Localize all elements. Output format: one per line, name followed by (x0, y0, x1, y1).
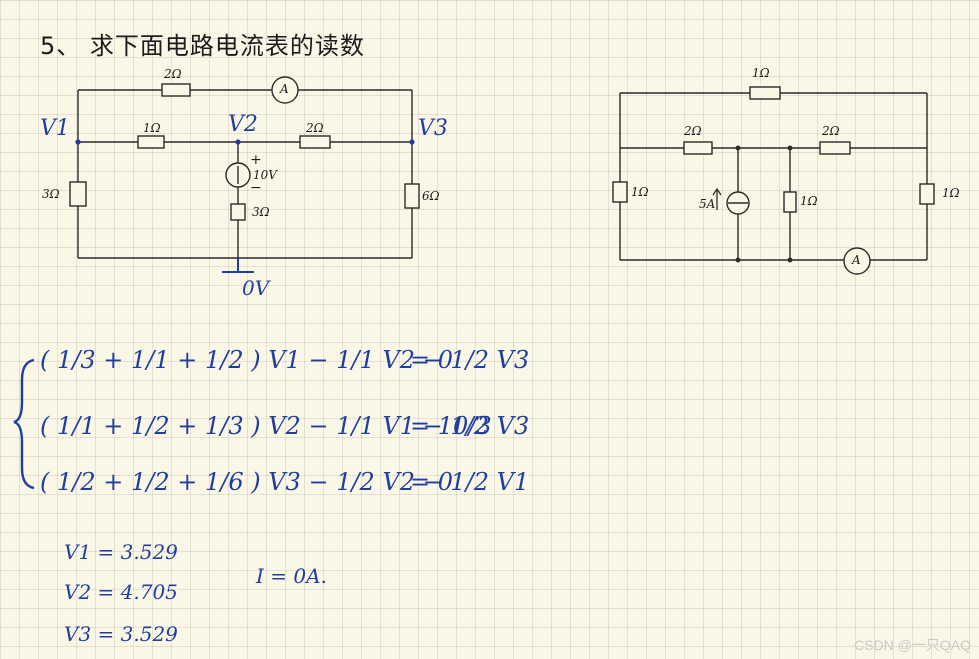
source-label: 10V (253, 168, 277, 182)
resistor-label-v1v2: 1Ω (143, 121, 161, 135)
result-v2: V2 = 4.705 (64, 580, 178, 604)
c2-resistor-label-b: 2Ω (822, 124, 840, 138)
c2-source-label: 5A (699, 197, 716, 211)
ground-label: 0V (242, 276, 270, 300)
node-label-v2: V2 (228, 112, 258, 137)
c2-resistor-label-left: 1Ω (631, 185, 649, 199)
result-v1: V1 = 3.529 (64, 540, 178, 564)
c2-resistor-label-right: 1Ω (942, 186, 960, 200)
equation-2-rhs: = 10/3 (410, 412, 492, 440)
source-minus-sign: − (250, 180, 262, 196)
c2-resistor-label-top: 1Ω (752, 66, 770, 80)
c2-resistor-label-mid: 1Ω (800, 194, 818, 208)
equation-1-lhs: ( 1/3 + 1/1 + 1/2 ) V1 − 1/1 V2 − 1/2 V3 (40, 346, 530, 374)
equation-2-lhs: ( 1/1 + 1/2 + 1/3 ) V2 − 1/1 V1 − 1/2 V3 (40, 412, 530, 440)
ammeter-icon: A (280, 82, 289, 96)
c2-ammeter-icon: A (852, 253, 861, 267)
resistor-label-top: 2Ω (164, 67, 182, 81)
source-plus-sign: + (250, 152, 262, 168)
watermark: CSDN @一只QAQ (854, 637, 971, 653)
resistor-label-left: 3Ω (42, 187, 60, 201)
resistor-label-mid: 3Ω (252, 205, 270, 219)
node-label-v3: V3 (418, 116, 448, 141)
resistor-label-v2v3: 2Ω (306, 121, 324, 135)
node-label-v1: V1 (40, 116, 70, 141)
result-v3: V3 = 3.529 (64, 622, 178, 646)
current-result: I = 0A. (256, 564, 327, 588)
equation-1-rhs: = 0 (410, 346, 454, 374)
equation-3-lhs: ( 1/2 + 1/2 + 1/6 ) V3 − 1/2 V2 − 1/2 V1 (40, 468, 530, 496)
resistor-label-right: 6Ω (422, 189, 440, 203)
problem-title: 5、 求下面电路电流表的读数 (40, 32, 365, 60)
c2-resistor-label-a: 2Ω (684, 124, 702, 138)
equation-3-rhs: = 0 (410, 468, 454, 496)
